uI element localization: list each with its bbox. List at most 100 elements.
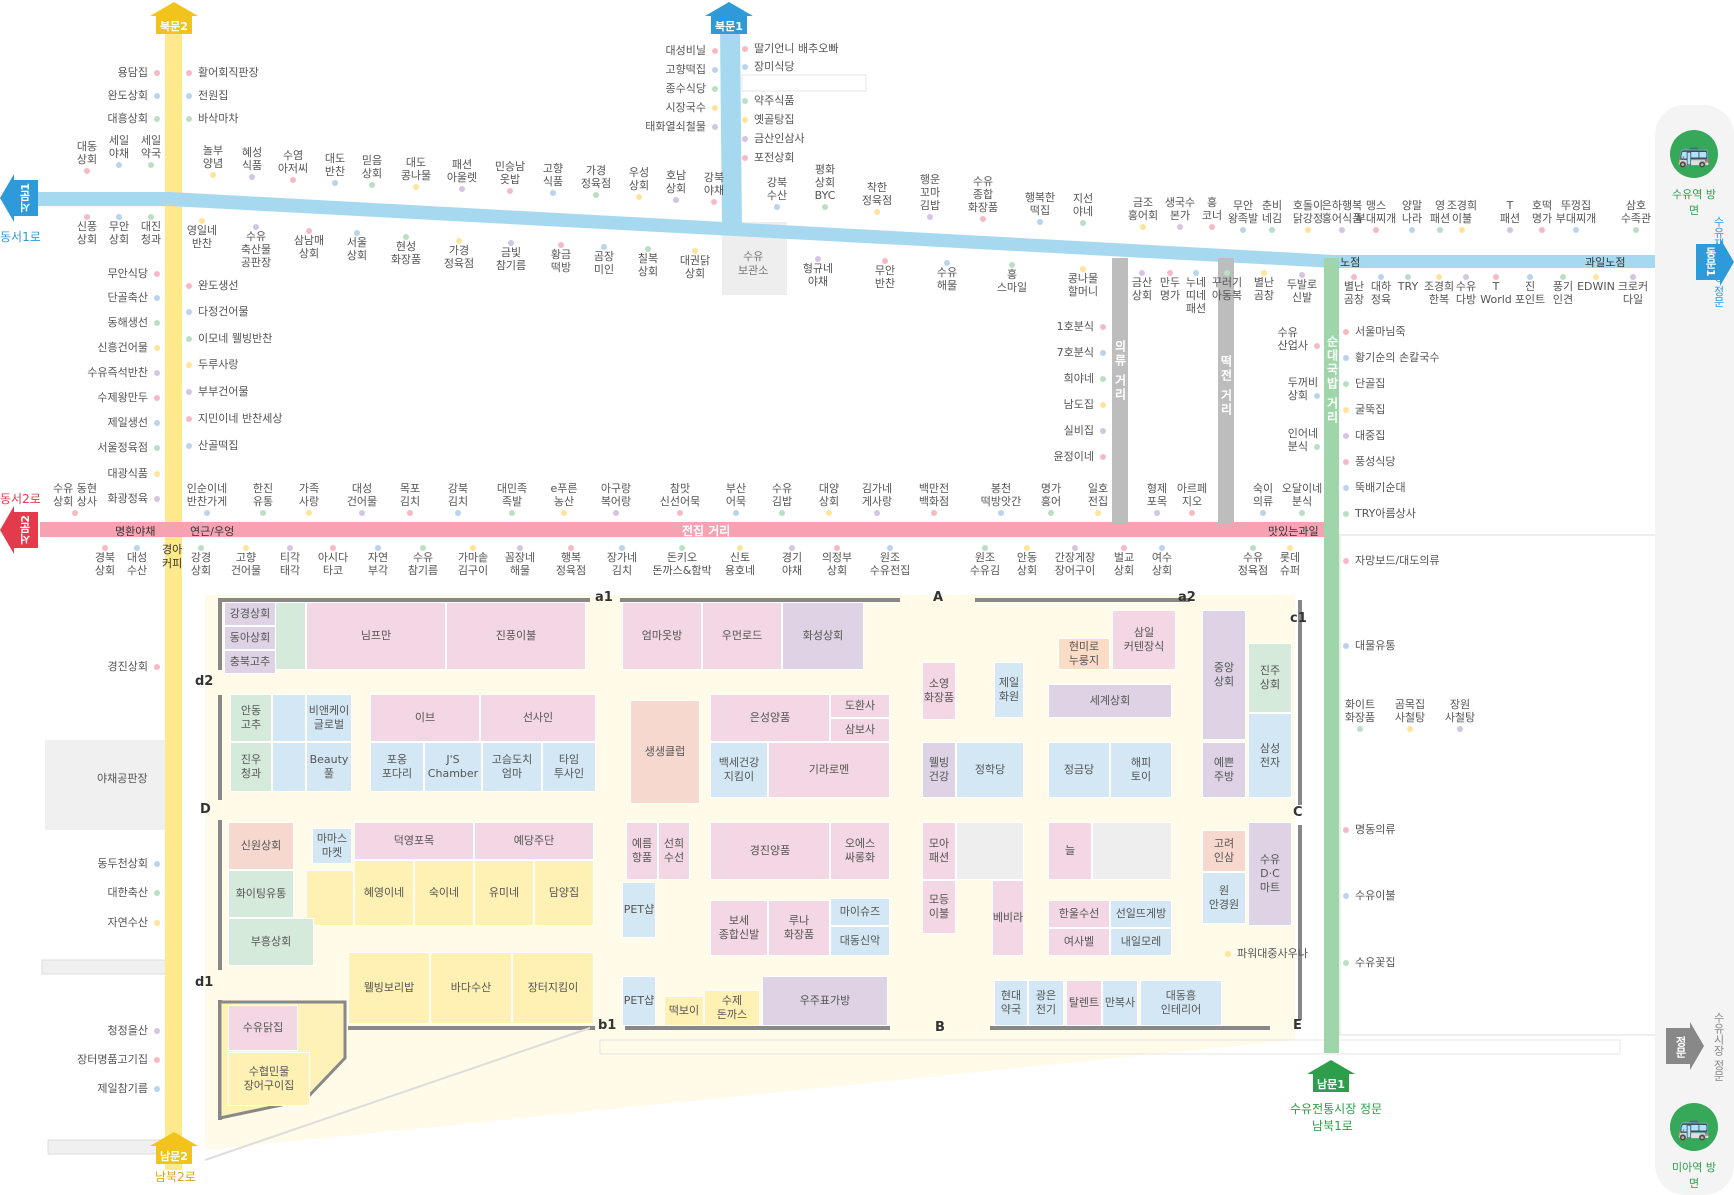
shop-label[interactable]: 삼남매 상회 bbox=[279, 226, 339, 260]
shop-block[interactable]: 이브 bbox=[370, 694, 480, 742]
shop-label[interactable]: 호떡 명가 bbox=[1512, 199, 1572, 233]
shop-label[interactable]: 경북 상회 bbox=[75, 543, 135, 577]
shop-block[interactable]: 늘 bbox=[1048, 822, 1092, 880]
gate-south1[interactable]: 남문1 bbox=[1305, 1060, 1357, 1092]
shop-block[interactable]: 화이팅유통 bbox=[228, 870, 294, 918]
shop-label[interactable]: 수유 산업사 bbox=[1278, 326, 1320, 352]
shop-label[interactable]: 무안 반찬 bbox=[855, 256, 915, 290]
shop-block[interactable]: 마이슈즈 bbox=[830, 898, 890, 926]
shop-label[interactable]: 동두천상회 bbox=[97, 857, 160, 870]
shop-label[interactable]: 자망보드/대도의류 bbox=[1343, 554, 1440, 567]
shop-label[interactable]: 두발로 신발 bbox=[1272, 270, 1332, 304]
shop-label[interactable]: 롯데 슈퍼 bbox=[1260, 543, 1320, 577]
shop-block[interactable]: 숙이네 bbox=[414, 860, 474, 926]
shop-label[interactable]: 벌교 상회 bbox=[1094, 543, 1154, 577]
shop-label[interactable]: 콩나물 할머니 bbox=[1053, 264, 1113, 298]
shop-block[interactable]: 혜영이네 bbox=[354, 860, 414, 926]
shop-block[interactable]: 수협민물 장어구이집 bbox=[228, 1052, 310, 1106]
shop-label[interactable]: 대양 상회 bbox=[799, 482, 859, 516]
shop-block[interactable]: 소영 화장품 bbox=[922, 662, 956, 720]
shop-label[interactable]: 춘비 네김 bbox=[1242, 199, 1302, 233]
shop-label[interactable]: 파워대중사우나 bbox=[1225, 947, 1308, 960]
gate-west1[interactable]: 서문1 bbox=[0, 174, 40, 222]
shop-label[interactable]: 원조 수유김 bbox=[955, 543, 1015, 577]
shop-label[interactable]: 곰목집 사철탕 bbox=[1380, 698, 1440, 732]
shop-block[interactable]: 내일모레 bbox=[1110, 928, 1172, 956]
shop-label[interactable]: 전원집 bbox=[186, 89, 228, 102]
shop-block[interactable]: 진우 청과 bbox=[230, 742, 272, 792]
shop-label[interactable]: 제일생선 bbox=[108, 416, 160, 429]
shop-block[interactable]: 예당주단 bbox=[474, 822, 594, 860]
shop-label[interactable]: 자연수산 bbox=[108, 916, 160, 929]
shop-label[interactable]: 별난 곰창 bbox=[1234, 268, 1294, 302]
shop-label[interactable]: 형규네 야채 bbox=[788, 254, 848, 288]
shop-block[interactable]: 보세 종합신발 bbox=[710, 900, 768, 956]
shop-label[interactable]: 신토 용호네 bbox=[710, 543, 770, 577]
shop-label[interactable]: 지민이네 반찬세상 bbox=[186, 412, 282, 425]
shop-block[interactable]: 엄마옷방 bbox=[622, 602, 702, 670]
shop-label[interactable]: 풍기 인견 bbox=[1533, 272, 1593, 306]
shop-label[interactable]: 화광정육 bbox=[108, 492, 160, 505]
shop-label[interactable]: 김가네 게사랑 bbox=[847, 482, 907, 516]
shop-label[interactable]: 굴뚝집 bbox=[1343, 403, 1385, 416]
shop-label[interactable]: 경진상회 bbox=[108, 660, 160, 673]
shop-label[interactable]: 대도 콩나물 bbox=[386, 156, 446, 190]
shop-label[interactable]: 서울 상회 bbox=[327, 228, 387, 262]
shop-label[interactable]: 수유즉석반찬 bbox=[87, 366, 160, 379]
shop-label[interactable]: 딸기언니 배추오빠 bbox=[742, 42, 838, 55]
shop-label[interactable]: 신흥건어물 bbox=[97, 341, 160, 354]
shop-block[interactable]: 오에스 싸롱화 bbox=[830, 822, 890, 880]
shop-label[interactable]: 행복한 떡집 bbox=[1010, 191, 1070, 225]
shop-block[interactable]: 세계상회 bbox=[1048, 684, 1172, 718]
shop-block[interactable]: 안동 고추 bbox=[230, 694, 272, 742]
shop-label[interactable]: 장터명품고기집 bbox=[77, 1053, 160, 1066]
shop-label[interactable]: 봉천 떡방앗간 bbox=[971, 482, 1031, 516]
shop-block[interactable]: 유미네 bbox=[474, 860, 534, 926]
shop-label[interactable]: 만두 명가 bbox=[1140, 268, 1200, 302]
shop-block[interactable]: 현미로 누룽지 bbox=[1058, 638, 1110, 670]
shop-block[interactable]: 예름 항품 bbox=[626, 822, 658, 880]
shop-label[interactable]: 호돌이 닭강정 bbox=[1278, 199, 1338, 233]
shop-label[interactable]: 영 패션 bbox=[1410, 199, 1470, 233]
shop-block[interactable]: 기라로멘 bbox=[768, 742, 890, 798]
shop-label[interactable]: 부산 어묵 bbox=[706, 482, 766, 516]
shop-label[interactable]: 서울정육점 bbox=[97, 441, 160, 454]
shop-label[interactable]: 대물유통 bbox=[1343, 639, 1395, 652]
shop-block[interactable]: 생생클럽 bbox=[630, 700, 700, 804]
shop-block[interactable]: 동아상회 bbox=[224, 626, 276, 650]
shop-label[interactable]: 강북 수산 bbox=[747, 176, 807, 210]
shop-label[interactable]: 수유이불 bbox=[1343, 889, 1395, 902]
bus-stop-top[interactable]: 🚌 수유역 방면 bbox=[1668, 130, 1720, 218]
shop-label[interactable]: 고향떡집 bbox=[666, 63, 718, 76]
shop-label[interactable]: TRY bbox=[1378, 272, 1438, 293]
shop-label[interactable]: 풍성식당 bbox=[1343, 455, 1395, 468]
shop-label[interactable]: 완도상회 bbox=[108, 89, 160, 102]
shop-label[interactable]: 뚜껑집 부대찌개 bbox=[1546, 199, 1606, 233]
shop-label[interactable]: 현성 화장품 bbox=[376, 232, 436, 266]
shop-block[interactable]: 삼보사 bbox=[830, 718, 890, 742]
shop-block[interactable]: 정금당 bbox=[1048, 742, 1110, 798]
shop-block[interactable]: 선희 수선 bbox=[658, 822, 690, 880]
shop-block[interactable]: 백세건강 지킴이 bbox=[710, 742, 768, 798]
shop-label[interactable]: 수유 종합 화장품 bbox=[953, 175, 1013, 222]
shop-block[interactable]: 바다수산 bbox=[430, 952, 512, 1024]
shop-label[interactable]: 경기 야채 bbox=[762, 543, 822, 577]
shop-label[interactable]: 가족 사랑 bbox=[279, 482, 339, 516]
gate-main[interactable]: 정문 bbox=[1664, 1022, 1704, 1070]
shop-block[interactable]: 대동신악 bbox=[830, 926, 890, 956]
shop-label[interactable]: 곰장 미인 bbox=[574, 242, 634, 276]
shop-block[interactable]: 신원상회 bbox=[228, 822, 294, 870]
shop-label[interactable]: 놀부 양념 bbox=[183, 144, 243, 178]
shop-label[interactable]: 수유 김밥 bbox=[752, 482, 812, 516]
shop-label[interactable]: 조경희 이불 bbox=[1432, 199, 1492, 233]
shop-block[interactable]: 님프만 bbox=[306, 602, 446, 670]
shop-block[interactable]: Beauty 풀 bbox=[306, 742, 352, 792]
shop-block[interactable]: 도환사 bbox=[830, 694, 890, 718]
shop-label[interactable]: 대광식품 bbox=[108, 467, 160, 480]
shop-label[interactable]: 산골떡집 bbox=[186, 439, 238, 452]
shop-label[interactable]: 아르페 지오 bbox=[1162, 482, 1222, 516]
shop-label[interactable]: 크로커 다일 bbox=[1603, 272, 1663, 306]
gate-north1[interactable]: 북문1 bbox=[703, 2, 755, 34]
shop-label[interactable]: 용담집 bbox=[118, 66, 160, 79]
shop-label[interactable]: 대동 상회 bbox=[57, 140, 117, 174]
